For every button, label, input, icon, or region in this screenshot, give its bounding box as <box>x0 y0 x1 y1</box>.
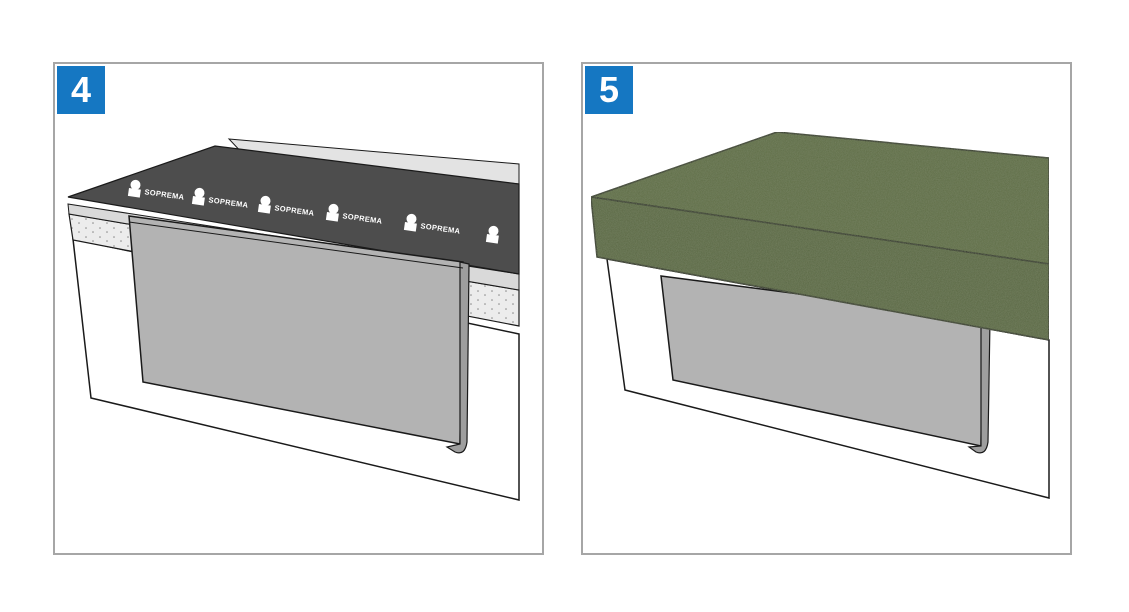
step-number-badge: 4 <box>57 66 105 114</box>
step-5-panel: 5 <box>581 62 1072 555</box>
soprema-logo <box>485 225 499 244</box>
drip-edge-return <box>967 317 991 454</box>
step-number-badge: 5 <box>585 66 633 114</box>
drip-edge-fold <box>128 221 464 269</box>
granular-cap-sheet-front <box>590 196 1050 341</box>
step-4-illustration: SOPREMA SOPREMA SOPREMA SOPREMA SOPREMA <box>67 138 520 501</box>
step-4-panel: 4 SOPREMA SOPREMA SOPREMA <box>53 62 544 555</box>
step-5-illustration <box>590 131 1050 499</box>
drip-edge-return <box>445 261 470 454</box>
